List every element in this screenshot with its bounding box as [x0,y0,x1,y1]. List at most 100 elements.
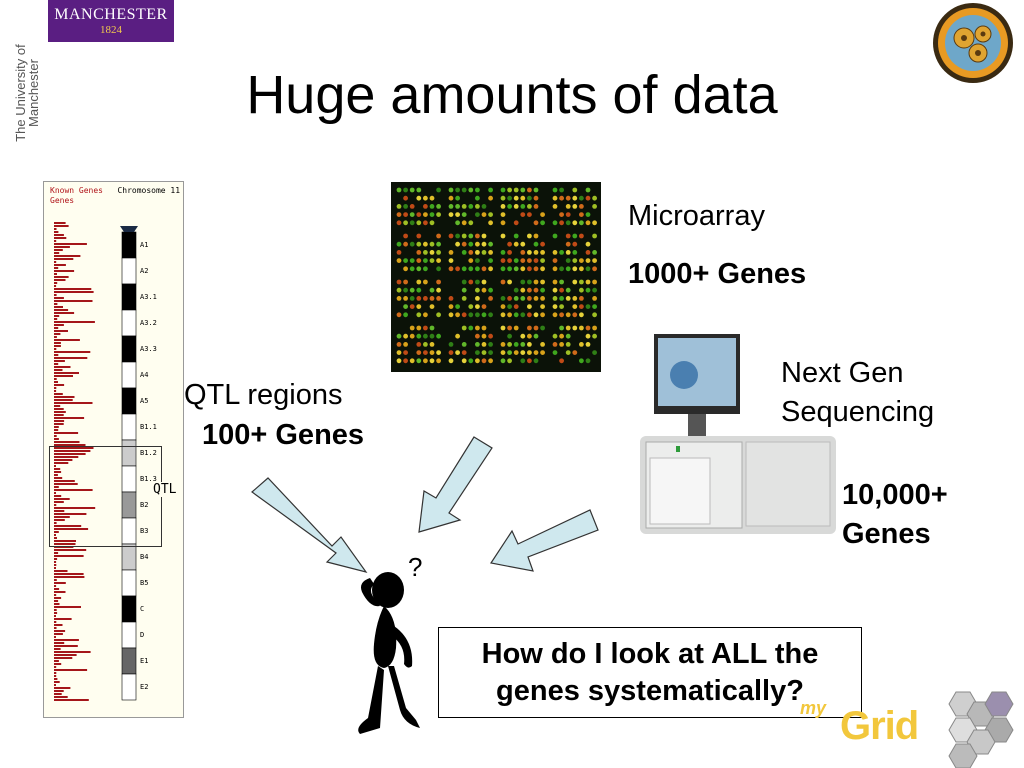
microarray-spot [565,342,571,347]
microarray-spot [409,304,415,309]
gene-bar [54,420,65,422]
gene-bar [54,531,59,533]
microarray-spot [520,266,526,272]
chromosome-label: Chromosome 11 [117,186,181,195]
microarray-spot [461,312,467,318]
gene-bar [54,270,75,272]
microarray-spot [507,312,512,318]
microarray-spot [540,342,545,347]
gene-bar [54,570,68,572]
microarray-spot [396,350,402,355]
microarray-spot [552,312,558,318]
microarray-spot [468,250,474,255]
gene-bar [54,639,79,641]
microarray-spot [436,266,441,272]
microarray-spot [572,220,578,226]
microarray-spot [540,304,545,309]
gear-logo-icon [933,3,1013,83]
microarray-spot [448,350,454,355]
microarray-spot [513,287,519,293]
microarray-spot [572,350,578,355]
microarray-spot [416,187,422,193]
microarray-spot [396,333,402,339]
microarray-spot [488,187,493,193]
microarray-spot [533,287,539,293]
gene-bar [54,513,87,515]
microarray-spot [423,325,428,331]
gene-bar [54,345,61,347]
gene-bar [54,312,75,314]
sequencing-count-line1: 10,000+ [842,479,948,511]
microarray-spot [513,350,519,355]
microarray-spot [592,312,597,318]
gene-bar [54,300,93,302]
microarray-spot [592,233,597,239]
microarray-spot [527,266,532,272]
microarray-spot [579,304,584,309]
chromosome-drawing [54,222,138,701]
microarray-spot [475,333,480,339]
microarray-spot [592,333,597,339]
microarray-spot [520,287,526,293]
microarray-spot [461,220,467,226]
gene-bar [54,381,58,383]
microarray-spot [552,304,558,309]
microarray-spot [409,358,415,364]
microarray-spot [513,258,519,263]
sequencer-image [640,334,836,534]
microarray-spot [468,241,474,247]
microarray-spot [475,304,480,309]
microarray-spot [416,195,422,201]
microarray-spot [565,212,571,217]
gene-bar [54,603,60,605]
microarray-spot [416,312,422,318]
microarray-spot [475,287,480,293]
microarray-spot [396,296,402,301]
gene-bar [54,690,64,692]
microarray-spot [461,241,467,247]
microarray-spot [572,258,578,263]
microarray-spot [527,342,532,347]
microarray-spot [592,258,597,263]
gene-bar [54,438,59,440]
gene-bar [54,291,94,293]
microarray-spot [565,195,571,201]
thinking-person-icon: ? [358,552,422,734]
microarray-spot [513,266,519,272]
gene-bar [54,405,61,407]
gene-bar [54,303,58,305]
band-label: C [140,605,145,613]
gene-bar [54,336,57,338]
gene-bar [54,543,76,545]
microarray-spot [423,350,428,355]
gene-bar [54,648,61,650]
microarray-spot [527,296,532,301]
gene-bar [54,414,64,416]
microarray-spot [436,250,441,255]
gene-bar [54,372,79,374]
gene-bar [54,237,67,239]
microarray-spot [481,250,487,255]
microarray-spot [488,195,493,201]
microarray-spot [488,212,493,217]
microarray-spot [396,187,402,193]
microarray-spot [416,287,422,293]
microarray-spot [533,358,539,364]
microarray-spot [507,204,512,209]
question-line1: How do I look at ALL the [481,638,819,670]
microarray-spot [527,325,532,331]
gene-bar [54,546,74,548]
microarray-spot [565,250,571,255]
microarray-spot [416,304,422,309]
gene-bar [54,342,61,344]
microarray-spot [409,212,415,217]
microarray-spot [565,312,571,318]
microarray-spot [527,287,532,293]
microarray-spot [448,258,454,263]
chromosome-ideogram [120,226,138,701]
microarray-spot [403,287,408,293]
microarray-spot [475,325,480,331]
microarray-spot [475,266,480,272]
gene-bar [54,459,73,461]
gene-bar [54,681,60,683]
